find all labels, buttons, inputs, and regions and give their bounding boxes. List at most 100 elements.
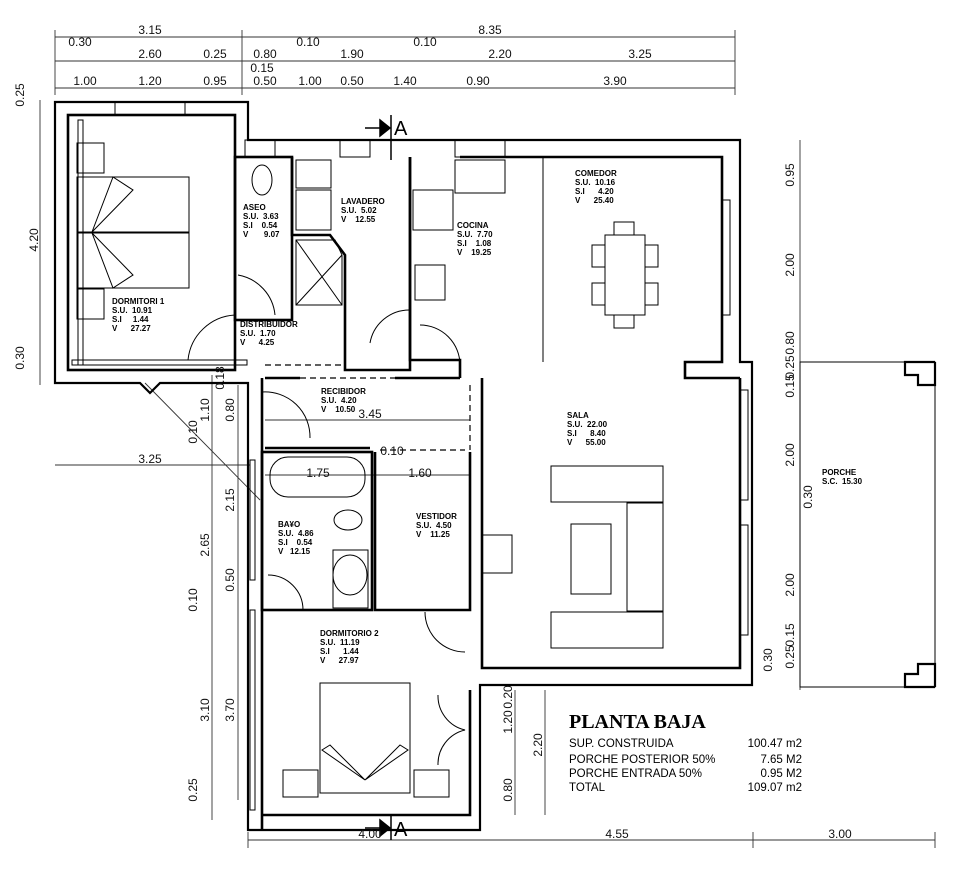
room-metric: S.U. 1.70 (240, 329, 276, 338)
room-metric: V 10.50 (321, 405, 356, 414)
dimension-label: 0.30 (801, 485, 815, 509)
room-metric: V 55.00 (567, 438, 606, 447)
room-metric: V 9.07 (243, 230, 280, 239)
section-label-bottom: A (394, 819, 408, 841)
room-name: LAVADERO (341, 197, 385, 206)
windows (71, 101, 749, 811)
dimension-label: 8.35 (478, 23, 502, 37)
room-name: RECIBIDOR (321, 387, 366, 396)
dimension-label: 0.10 (413, 35, 437, 49)
dimension-label: 0.10 (186, 588, 200, 612)
room-label-bano: BA¥OS.U. 4.86S.I 0.54V 12.15 (278, 520, 314, 556)
dimension-label: 0.10 (186, 420, 200, 444)
room-metric: S.U. 10.16 (575, 178, 616, 187)
room-metric: S.I 1.44 (112, 315, 149, 324)
room-metric: S.I 8.40 (567, 429, 606, 438)
dimension-label: 0.10 (380, 444, 404, 458)
dimension-label: 0.80 (783, 331, 797, 355)
dimension-label: 1.00 (73, 74, 97, 88)
dimension-label: 0.95 (783, 163, 797, 187)
dimension-label: 2.00 (783, 573, 797, 597)
dimension-label: 0.25 (783, 645, 797, 669)
dimension-label: 2.60 (138, 47, 162, 61)
dimension-label: 3.70 (223, 698, 237, 722)
dimension-label: 1.60 (408, 466, 432, 480)
room-metric: S.U. 3.63 (243, 212, 279, 221)
area-summary: PLANTA BAJA SUP. CONSTRUIDA 100.47 m2 PO… (569, 711, 802, 794)
room-metric: S.I 4.20 (575, 187, 614, 196)
summary-value: 100.47 m2 (748, 738, 802, 750)
dimension-label: 2.20 (531, 733, 545, 757)
room-metric: S.U. 7.70 (457, 230, 493, 239)
dimension-label: 0.25 (783, 355, 797, 379)
dimension-label: 4.20 (27, 228, 41, 252)
room-metric: S.I 1.44 (320, 647, 359, 656)
dimension-label: 1.90 (340, 47, 364, 61)
dimension-label: 0.30 (13, 346, 27, 370)
dimension-label: 4.00 (358, 827, 382, 841)
summary-value: 109.07 m2 (748, 782, 802, 794)
room-name: ASEO (243, 203, 266, 212)
dimension-label: 0.30 (761, 648, 775, 672)
room-metric: S.U. 11.19 (320, 638, 360, 647)
room-metric: S.U. 4.86 (278, 529, 314, 538)
room-name: SALA (567, 411, 589, 420)
room-name: DORMITORI 1 (112, 297, 165, 306)
dimension-label: 3.10 (198, 698, 212, 722)
room-label-dormitori-1: DORMITORI 1S.U. 10.91S.I 1.44V 27.27 (112, 297, 165, 333)
room-metric: V 27.97 (320, 656, 359, 665)
dimension-label: 2.20 (488, 47, 512, 61)
room-metric: S.U. 4.20 (321, 396, 357, 405)
room-metric: V 25.40 (575, 196, 614, 205)
dimension-label: 0.10 (296, 35, 320, 49)
dimension-label: 1.20 (138, 74, 162, 88)
summary-label: PORCHE POSTERIOR 50% (569, 754, 715, 766)
summary-value: 0.95 M2 (760, 768, 802, 780)
room-metric: S.I 0.54 (243, 221, 278, 230)
dimension-label: 0.25 (186, 778, 200, 802)
summary-value: 7.65 M2 (760, 754, 802, 766)
room-labels: DORMITORI 1S.U. 10.91S.I 1.44V 27.27ASEO… (112, 169, 863, 665)
dimension-label: 0.50 (223, 568, 237, 592)
room-metric: S.U. 10.91 (112, 306, 153, 315)
room-name: DISTRIBUIDOR (240, 320, 298, 329)
room-metric: S.U. 22.00 (567, 420, 608, 429)
dimension-label: 0.95 (203, 74, 227, 88)
section-marker-bottom: A (365, 815, 408, 841)
room-name: PORCHE (822, 468, 857, 477)
room-name: COMEDOR (575, 169, 617, 178)
room-metric: V 12.55 (341, 215, 376, 224)
dimension-label: 2.65 (198, 533, 212, 557)
room-metric: V 27.27 (112, 324, 151, 333)
dimension-lines (39, 30, 936, 848)
dimension-label: 0.20 (501, 685, 515, 709)
room-name: BA¥O (278, 520, 300, 529)
room-metric: S.U. 5.02 (341, 206, 377, 215)
dimension-label: 0.15 (250, 61, 274, 75)
room-metric: S.C. 15.30 (822, 477, 863, 486)
porch (799, 360, 937, 689)
dimension-label: 1.40 (393, 74, 417, 88)
dimension-label: 2.00 (783, 443, 797, 467)
doors (187, 274, 466, 766)
furniture (76, 142, 664, 798)
room-metric: S.I 1.08 (457, 239, 492, 248)
room-name: DORMITORIO 2 (320, 629, 379, 638)
dimension-label: 3.25 (138, 452, 162, 466)
summary-label: TOTAL (569, 782, 606, 794)
dimension-label: 3.00 (828, 827, 852, 841)
dimension-label: 0.18 (213, 366, 227, 390)
summary-label: PORCHE ENTRADA 50% (569, 768, 702, 780)
dimension-label: 0.80 (253, 47, 277, 61)
room-name: VESTIDOR (416, 512, 457, 521)
room-name: COCINA (457, 221, 489, 230)
section-label-top: A (394, 118, 408, 140)
